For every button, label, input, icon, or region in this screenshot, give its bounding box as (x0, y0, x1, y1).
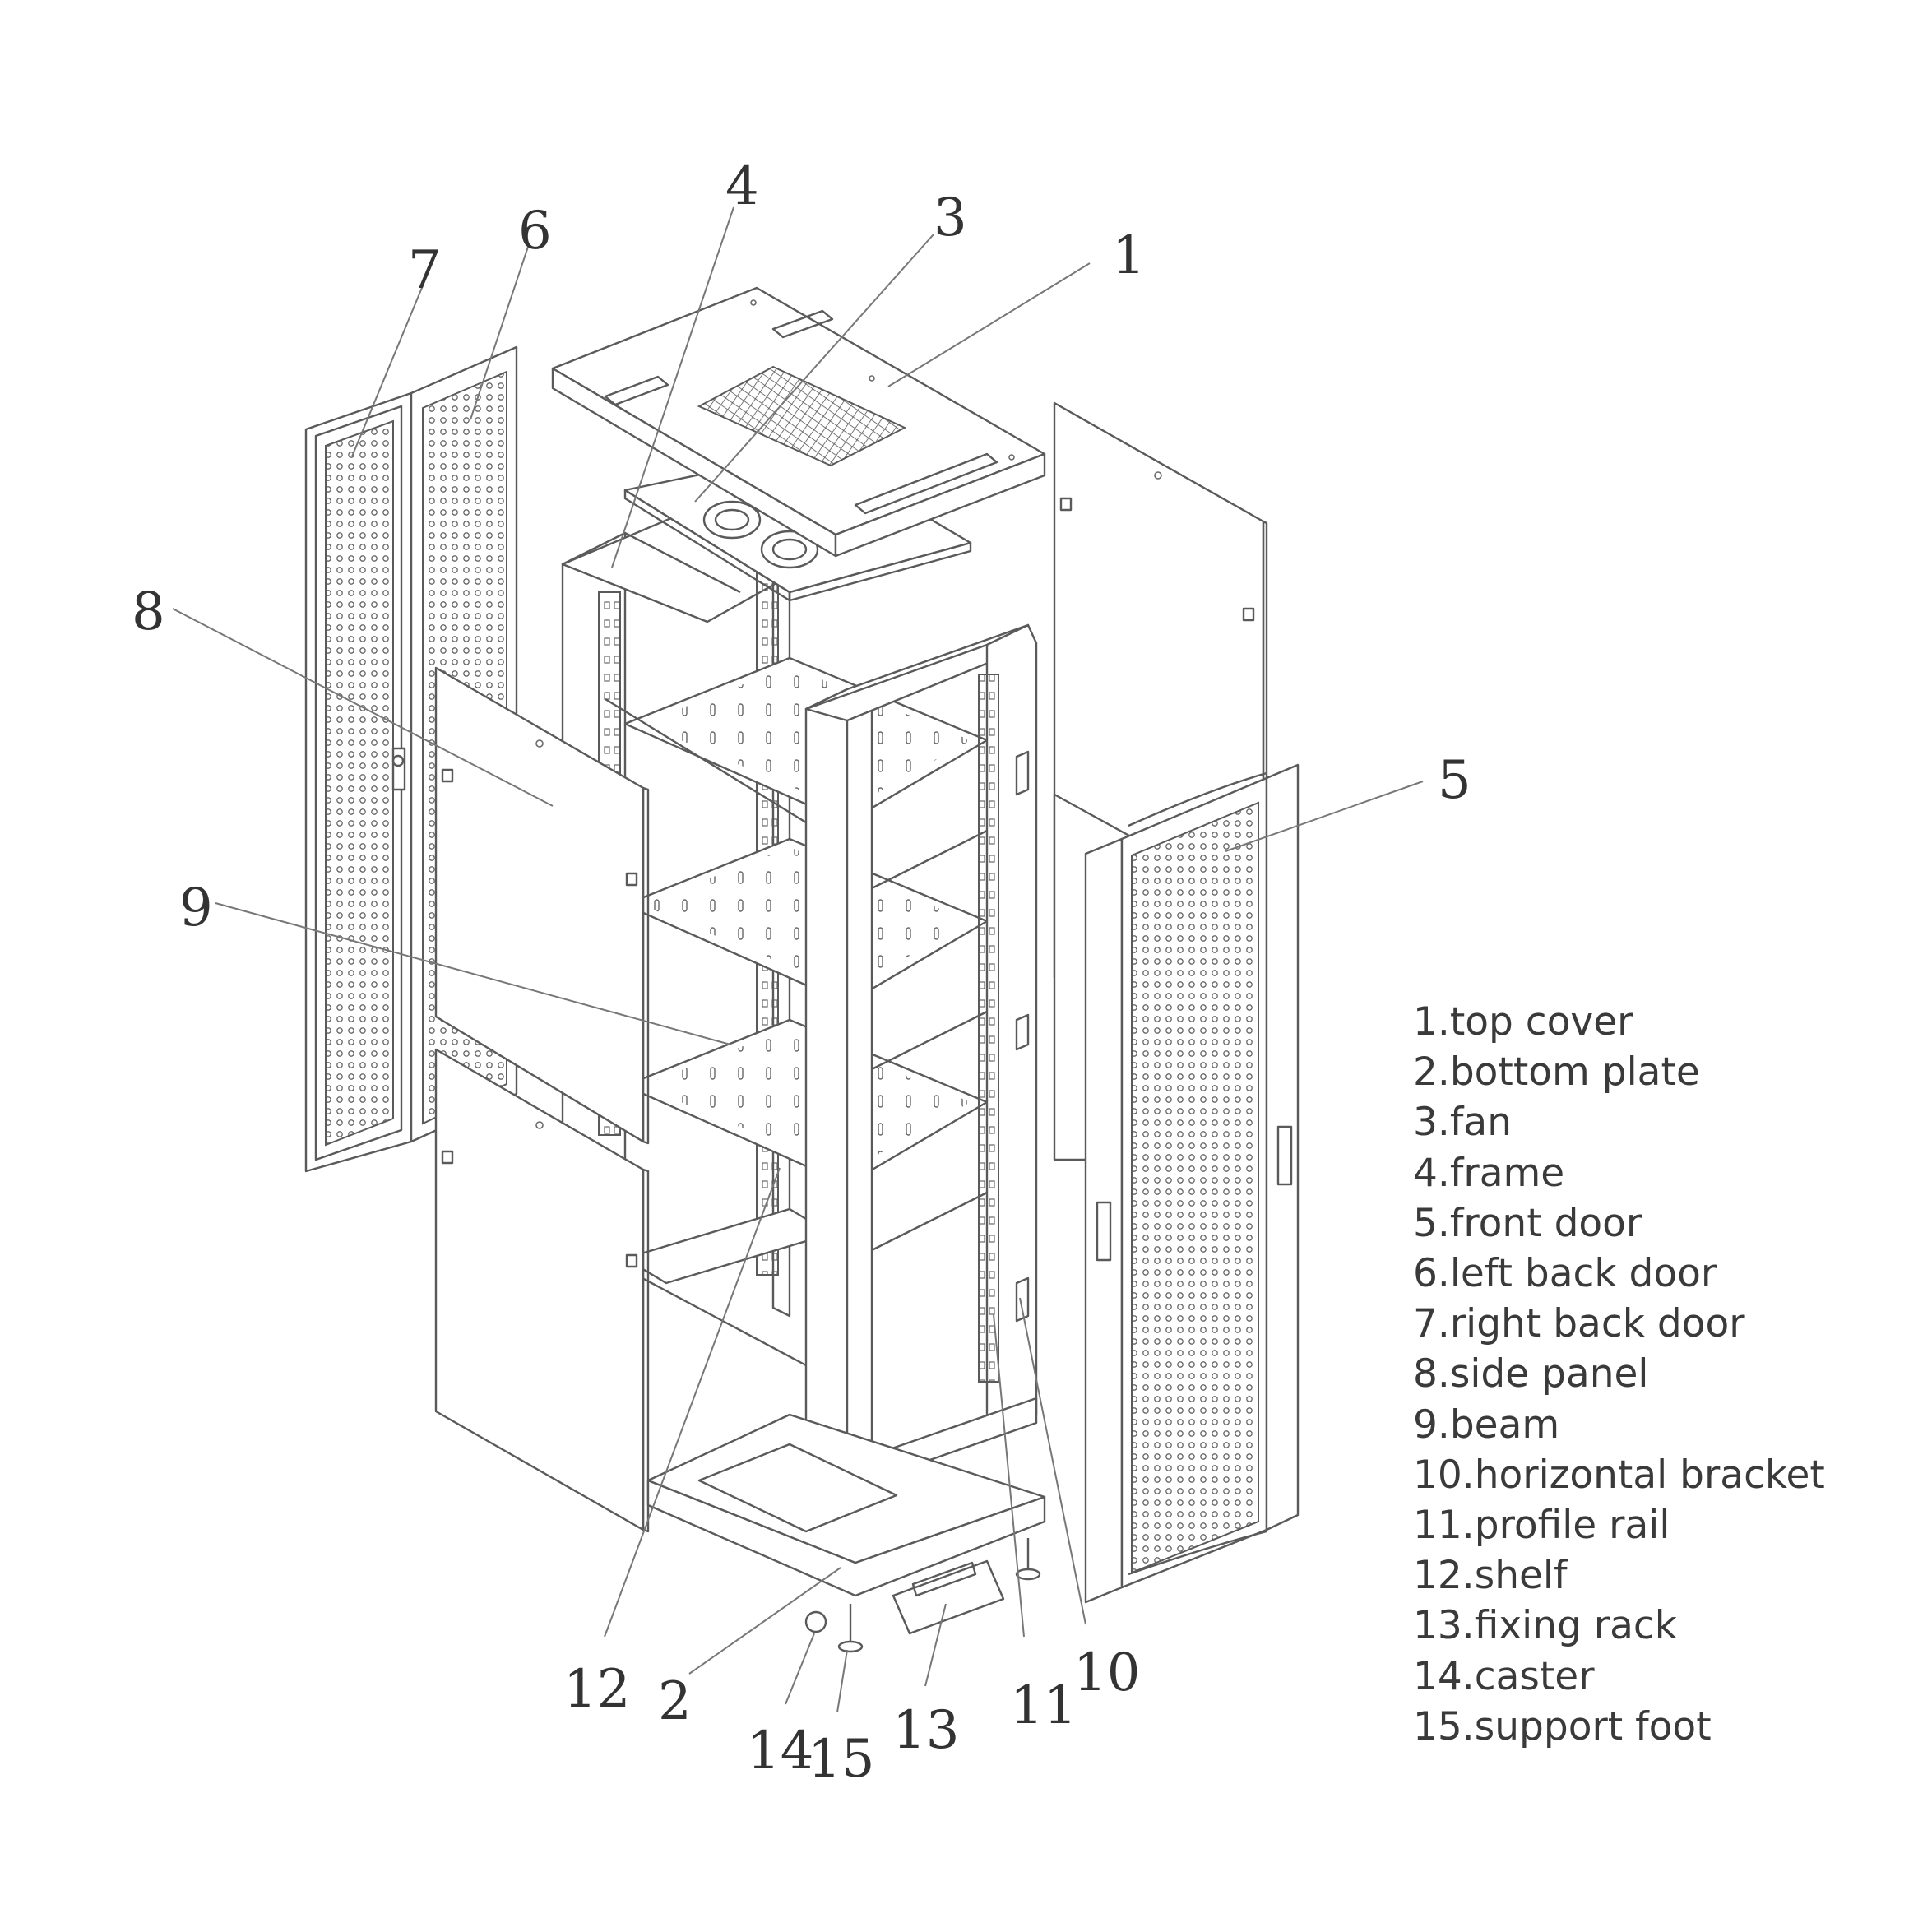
parts-legend: 1.top cover 2.bottom plate 3.fan 4.frame… (1413, 997, 1825, 1752)
legend-item: 6.left back door (1413, 1251, 1717, 1297)
callout-13: 13 (892, 1700, 959, 1761)
callout-2: 2 (658, 1671, 692, 1732)
right-back-door-drawing (304, 391, 413, 1173)
legend-item: 5.front door (1413, 1200, 1642, 1246)
legend-item: 9.beam (1413, 1402, 1560, 1448)
callout-1: 1 (1112, 225, 1146, 286)
callout-12: 12 (563, 1659, 630, 1720)
callout-11: 11 (1010, 1675, 1077, 1736)
legend-item: 12.shelf (1413, 1553, 1568, 1599)
callout-numbers: 1 2 3 4 5 6 7 8 9 10 11 12 13 14 15 (132, 156, 1471, 1790)
callout-15: 15 (808, 1729, 874, 1790)
legend-item: 1.top cover (1413, 999, 1633, 1045)
callout-10: 10 (1073, 1642, 1140, 1703)
leader-lines (172, 206, 1424, 1713)
legend-item: 11.profile rail (1413, 1503, 1670, 1549)
callout-7: 7 (408, 240, 442, 301)
bottom-plate-drawing (646, 1413, 1046, 1653)
top-cover-drawing (551, 286, 1046, 558)
legend-item: 4.frame (1413, 1150, 1565, 1196)
legend-item: 8.side panel (1413, 1351, 1649, 1397)
legend-item: 15.support foot (1413, 1703, 1712, 1749)
callout-9: 9 (179, 878, 213, 938)
legend-item: 13.fixing rack (1413, 1603, 1677, 1649)
side-panel-drawing (434, 666, 650, 1533)
callout-8: 8 (132, 581, 165, 642)
callout-5: 5 (1438, 750, 1471, 811)
legend-item: 2.bottom plate (1413, 1049, 1700, 1096)
legend-item: 14.caster (1413, 1653, 1595, 1699)
legend-item: 3.fan (1413, 1100, 1512, 1146)
callout-4: 4 (725, 156, 759, 217)
front-door-drawing (1084, 763, 1300, 1604)
legend-item: 10.horizontal bracket (1413, 1452, 1825, 1498)
callout-3: 3 (934, 188, 967, 248)
callout-14: 14 (747, 1721, 813, 1781)
legend-item: 7.right back door (1413, 1301, 1745, 1347)
callout-6: 6 (518, 201, 552, 262)
